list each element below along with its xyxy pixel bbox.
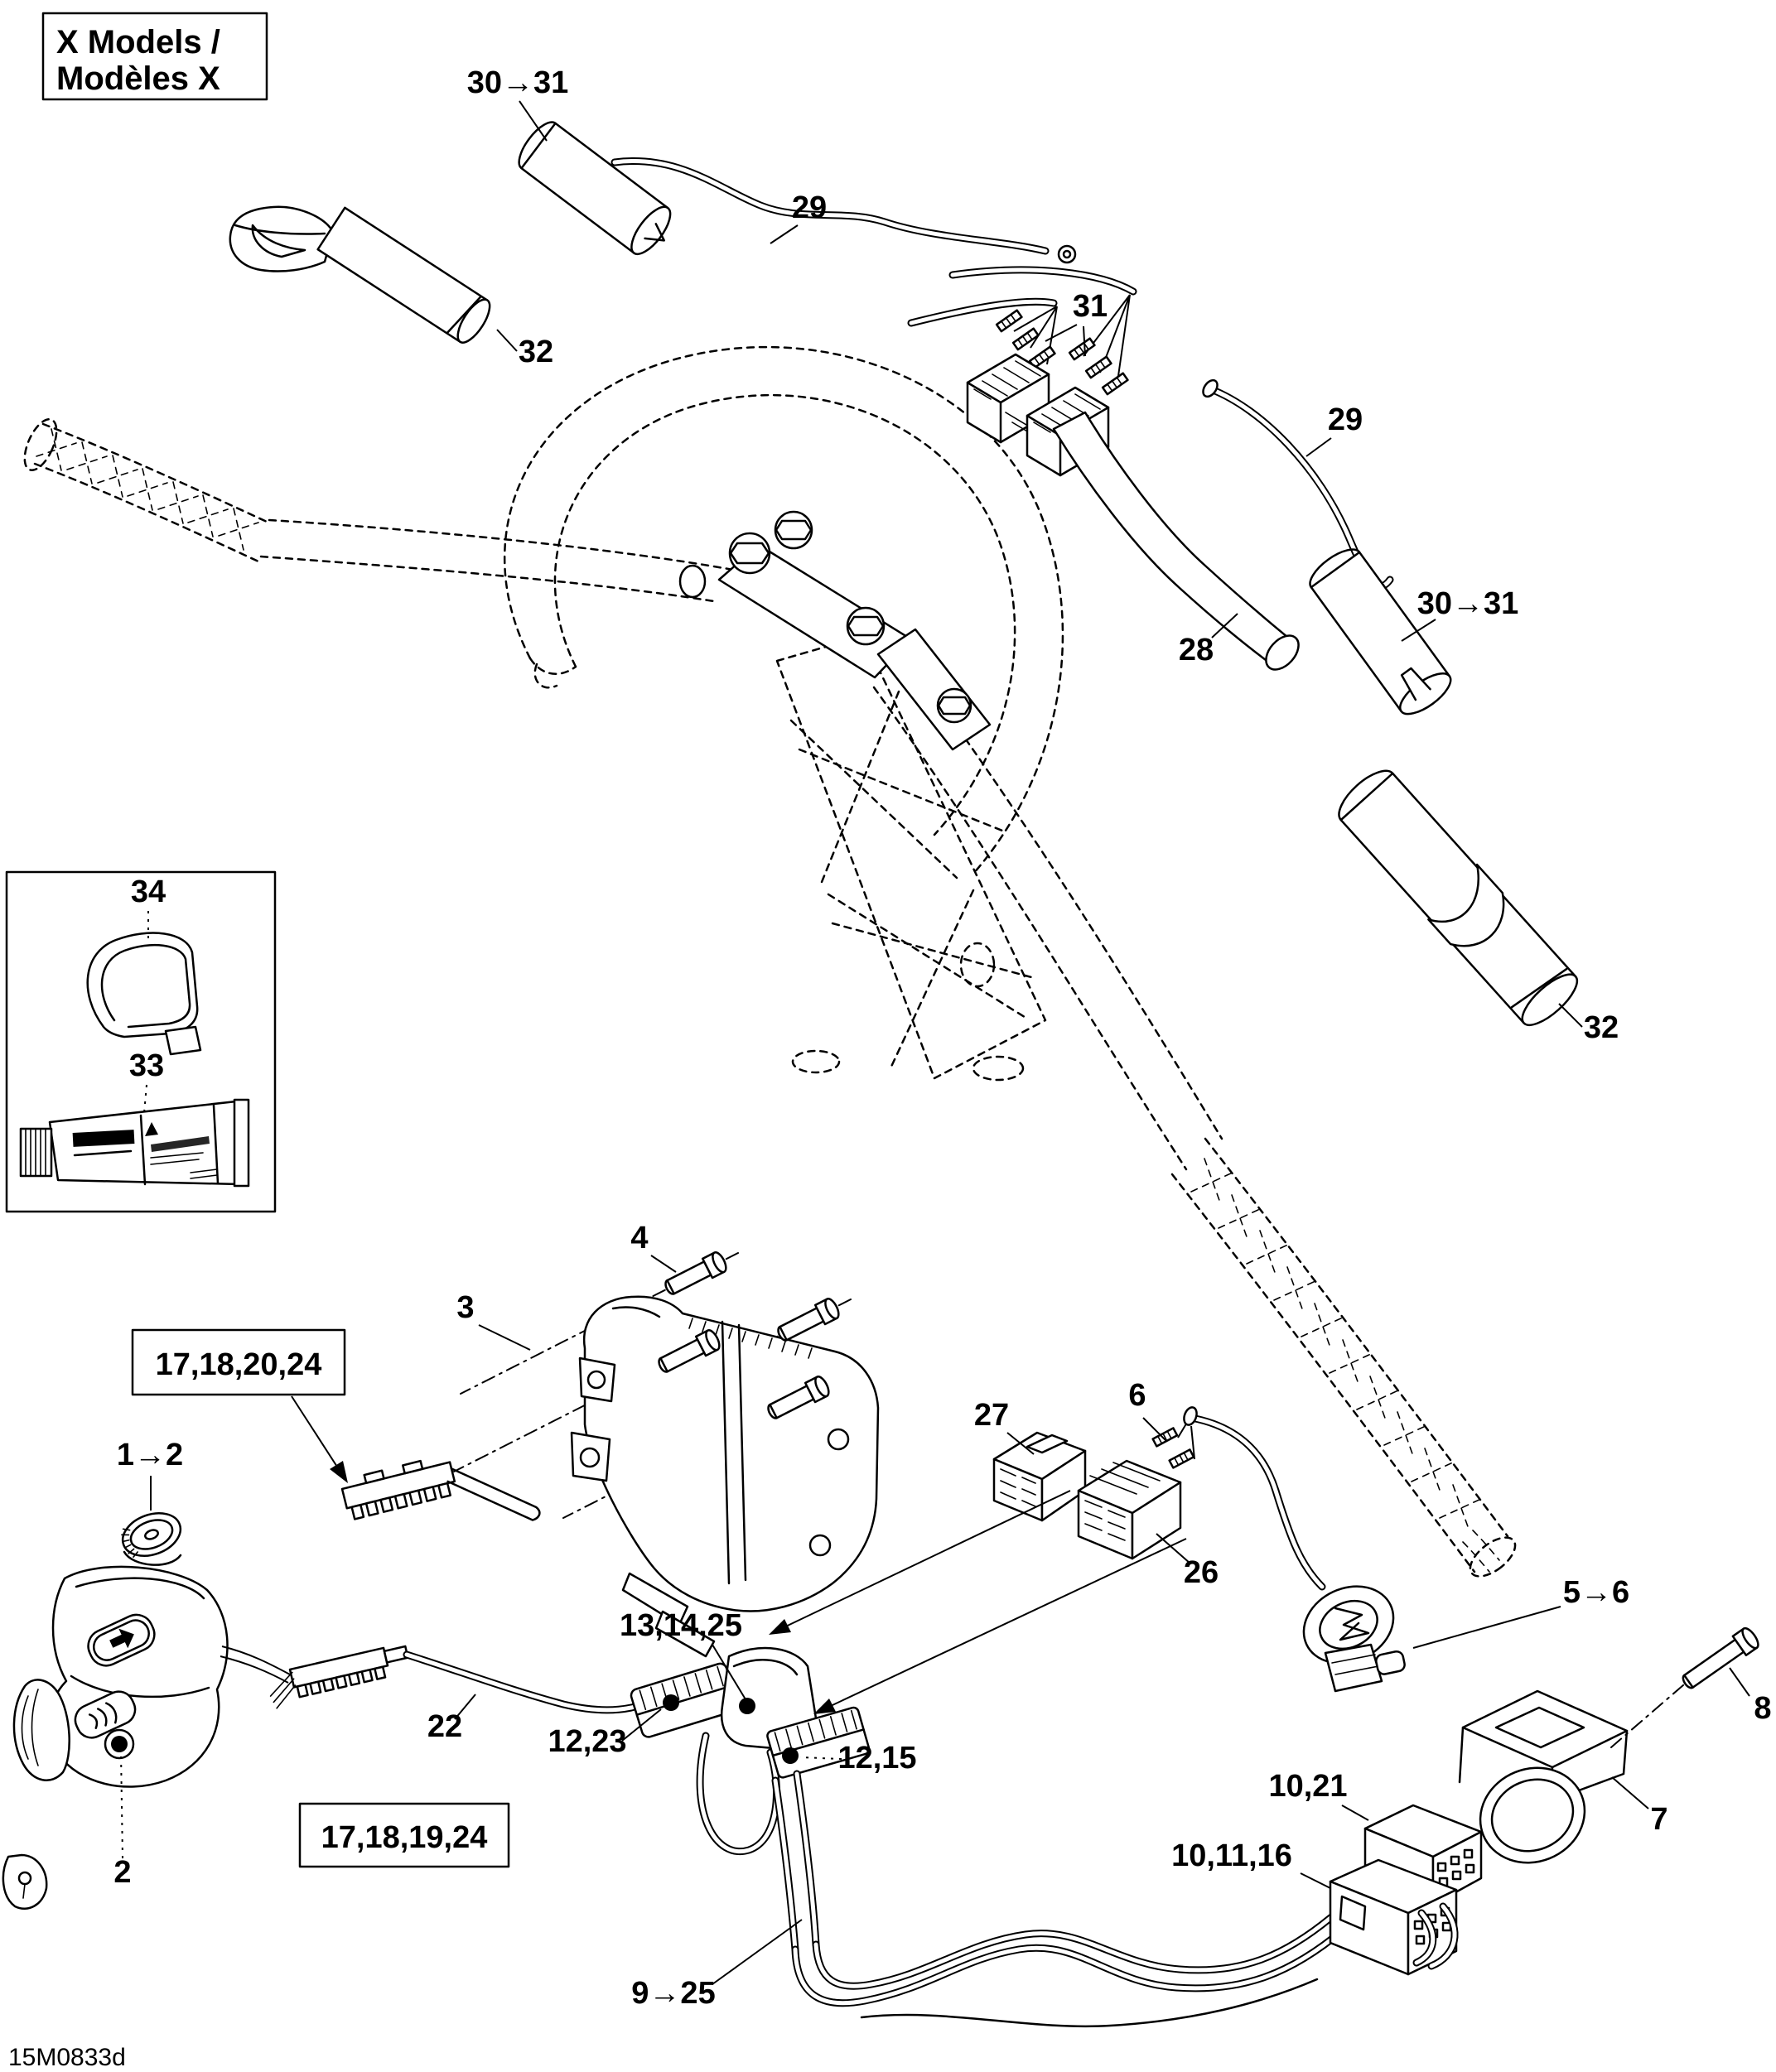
callout-1-2: 1→2 [117, 1438, 183, 1472]
connector-26 [1077, 1459, 1182, 1560]
callout-26: 26 [1184, 1555, 1219, 1590]
assembly-arrows [769, 1490, 1187, 1714]
connector-27 [992, 1431, 1087, 1522]
comb-connector-upper [340, 1459, 541, 1521]
sleeve-30-31-top [518, 121, 672, 255]
housing-3 [570, 1295, 880, 1658]
handlebar-phantom [23, 345, 1517, 1578]
callout-22: 22 [427, 1709, 462, 1744]
connector-cluster [630, 1646, 871, 1954]
callout-27: 27 [974, 1398, 1009, 1433]
callout-10-11-16: 10,11,16 [1171, 1838, 1292, 1873]
riser-clamp [678, 510, 992, 751]
tube-33 [19, 1098, 250, 1188]
callout-32-left: 32 [519, 335, 553, 369]
callout-28: 28 [1179, 633, 1214, 667]
callout-12-15: 12,15 [837, 1741, 916, 1776]
comb-connector-lower [269, 1645, 409, 1709]
sleeve-32-right [1338, 769, 1579, 1027]
clamp-7 [1458, 1689, 1629, 1864]
callout-30-31-right: 30→31 [1417, 586, 1519, 621]
callout-12-23: 12,23 [548, 1724, 626, 1759]
steering-riser-lattice [775, 634, 1047, 1082]
title-box: X Models / Modèles X [41, 12, 268, 101]
title-line-1: X Models / [56, 24, 220, 60]
title-line-2: Modèles X [56, 60, 220, 97]
terminal-pins-6 [1151, 1420, 1195, 1469]
inset-box [5, 870, 277, 1213]
callout-34: 34 [131, 875, 166, 909]
screws-4 [658, 1251, 840, 1419]
callout-9-25: 9→25 [631, 1976, 715, 2011]
callout-17-18-20-24: 17,18,20,24 [156, 1347, 322, 1382]
right-grip-hatch [1190, 1158, 1484, 1532]
callout-31: 31 [1073, 289, 1108, 324]
switch-assembly-left [2, 1512, 291, 1910]
wire-22 [403, 1650, 667, 1714]
boxed-callout-17-18-20-24: 17,18,20,24 [131, 1328, 346, 1396]
terminal-pins-31 [995, 309, 1129, 396]
callout-13-14-25: 13,14,25 [620, 1608, 742, 1643]
callout-32-right: 32 [1584, 1010, 1619, 1045]
callout-4: 4 [630, 1221, 648, 1255]
tube-28 [1052, 411, 1300, 671]
callout-2: 2 [113, 1855, 131, 1890]
callout-8: 8 [1754, 1691, 1771, 1726]
left-grip-hatch [36, 428, 259, 551]
callout-5-6: 5→6 [1563, 1575, 1629, 1610]
clip-34 [86, 932, 202, 1056]
callout-17-18-19-24: 17,18,19,24 [321, 1820, 488, 1855]
handguard-32-left [229, 205, 491, 344]
grommet-5-6 [1302, 1585, 1406, 1693]
callout-33: 33 [129, 1048, 164, 1083]
callout-7: 7 [1650, 1802, 1667, 1837]
callout-29-right: 29 [1328, 402, 1363, 437]
connector-10-11-16 [1329, 1858, 1459, 1976]
callout-6: 6 [1128, 1378, 1146, 1413]
leader-lines [120, 100, 1750, 1985]
callout-29-top: 29 [792, 190, 827, 225]
wire-29-top [610, 157, 1077, 264]
wire-ends-31 [907, 266, 1137, 388]
callout-30-31-top: 30→31 [467, 65, 569, 100]
boxed-callout-17-18-19-24: 17,18,19,24 [298, 1802, 510, 1868]
wire-5-6 [1183, 1406, 1326, 1591]
callout-3: 3 [456, 1290, 474, 1325]
sleeve-30-31-right [1309, 548, 1452, 716]
figure-code: 15M0833d [8, 2044, 126, 2071]
screw-8 [1610, 1626, 1759, 1748]
callout-labels: 30→31 29 31 29 28 30→31 32 32 34 33 4 3 … [113, 65, 1771, 2011]
callout-10-21: 10,21 [1268, 1769, 1347, 1804]
